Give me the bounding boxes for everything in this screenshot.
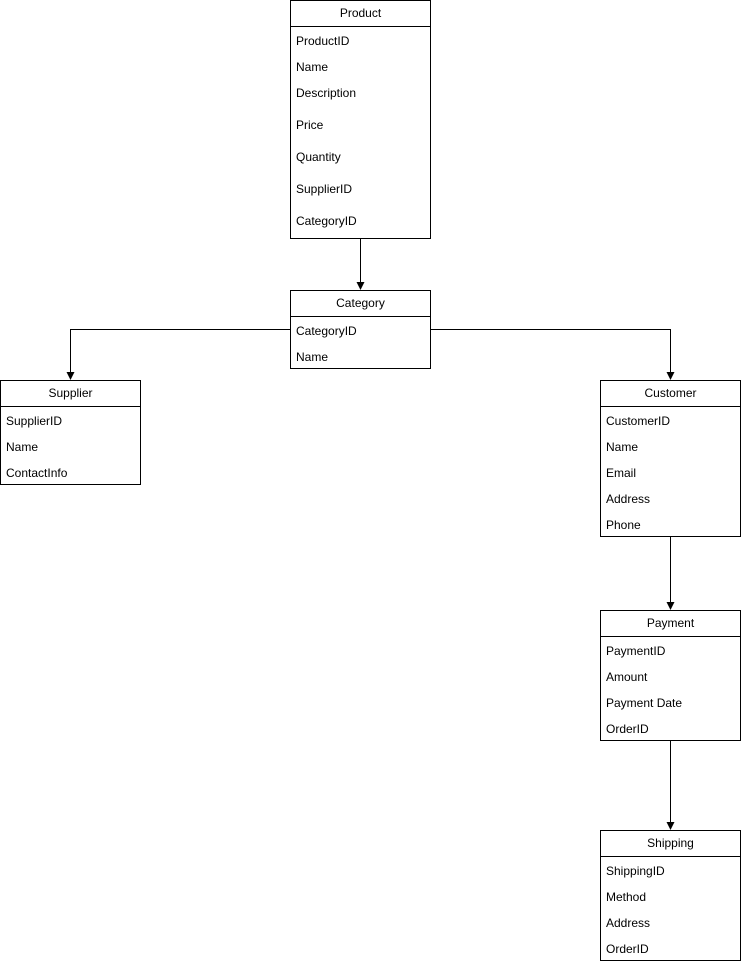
field-quantity: Quantity (296, 150, 341, 164)
field-price: Price (296, 118, 324, 132)
field-customerid: CustomerID (606, 414, 671, 428)
field-name: Name (296, 350, 329, 364)
field-productid: ProductID (296, 34, 350, 48)
field-email: Email (606, 466, 637, 480)
entity-title: Shipping (601, 831, 740, 857)
field-payment-date: Payment Date (606, 696, 683, 710)
entity-title: Payment (601, 611, 740, 637)
field-name: Name (6, 440, 39, 454)
entity-payment[interactable]: Payment PaymentID Amount Payment Date Or… (600, 610, 741, 741)
field-categoryid: CategoryID (296, 214, 357, 228)
entity-supplier[interactable]: Supplier SupplierID Name ContactInfo (0, 380, 141, 485)
field-name: Name (606, 440, 639, 454)
field-supplierid: SupplierID (296, 182, 353, 196)
entity-customer[interactable]: Customer CustomerID Name Email Address P… (600, 380, 741, 537)
connector-category-supplier (66, 329, 290, 380)
field-supplierid: SupplierID (6, 414, 63, 428)
entity-title: Customer (601, 381, 740, 407)
field-orderid: OrderID (606, 942, 649, 956)
entity-category[interactable]: Category CategoryID Name (290, 290, 431, 369)
field-description: Description (296, 86, 357, 100)
field-paymentid: PaymentID (606, 644, 666, 658)
field-contactinfo: ContactInfo (6, 466, 68, 480)
field-address: Address (606, 492, 651, 506)
field-phone: Phone (606, 518, 641, 532)
connector-category-customer (431, 329, 675, 380)
field-categoryid: CategoryID (296, 324, 357, 338)
field-amount: Amount (606, 670, 648, 684)
field-orderid: OrderID (606, 722, 649, 736)
entity-shipping[interactable]: Shipping ShippingID Method Address Order… (600, 830, 741, 961)
entity-product[interactable]: Product ProductID Name Description Price… (290, 0, 431, 239)
entity-title: Category (291, 291, 430, 317)
entity-title: Product (291, 1, 430, 27)
field-method: Method (606, 890, 647, 904)
field-name: Name (296, 60, 329, 74)
field-address: Address (606, 916, 651, 930)
entity-title: Supplier (1, 381, 140, 407)
field-shippingid: ShippingID (606, 864, 665, 878)
